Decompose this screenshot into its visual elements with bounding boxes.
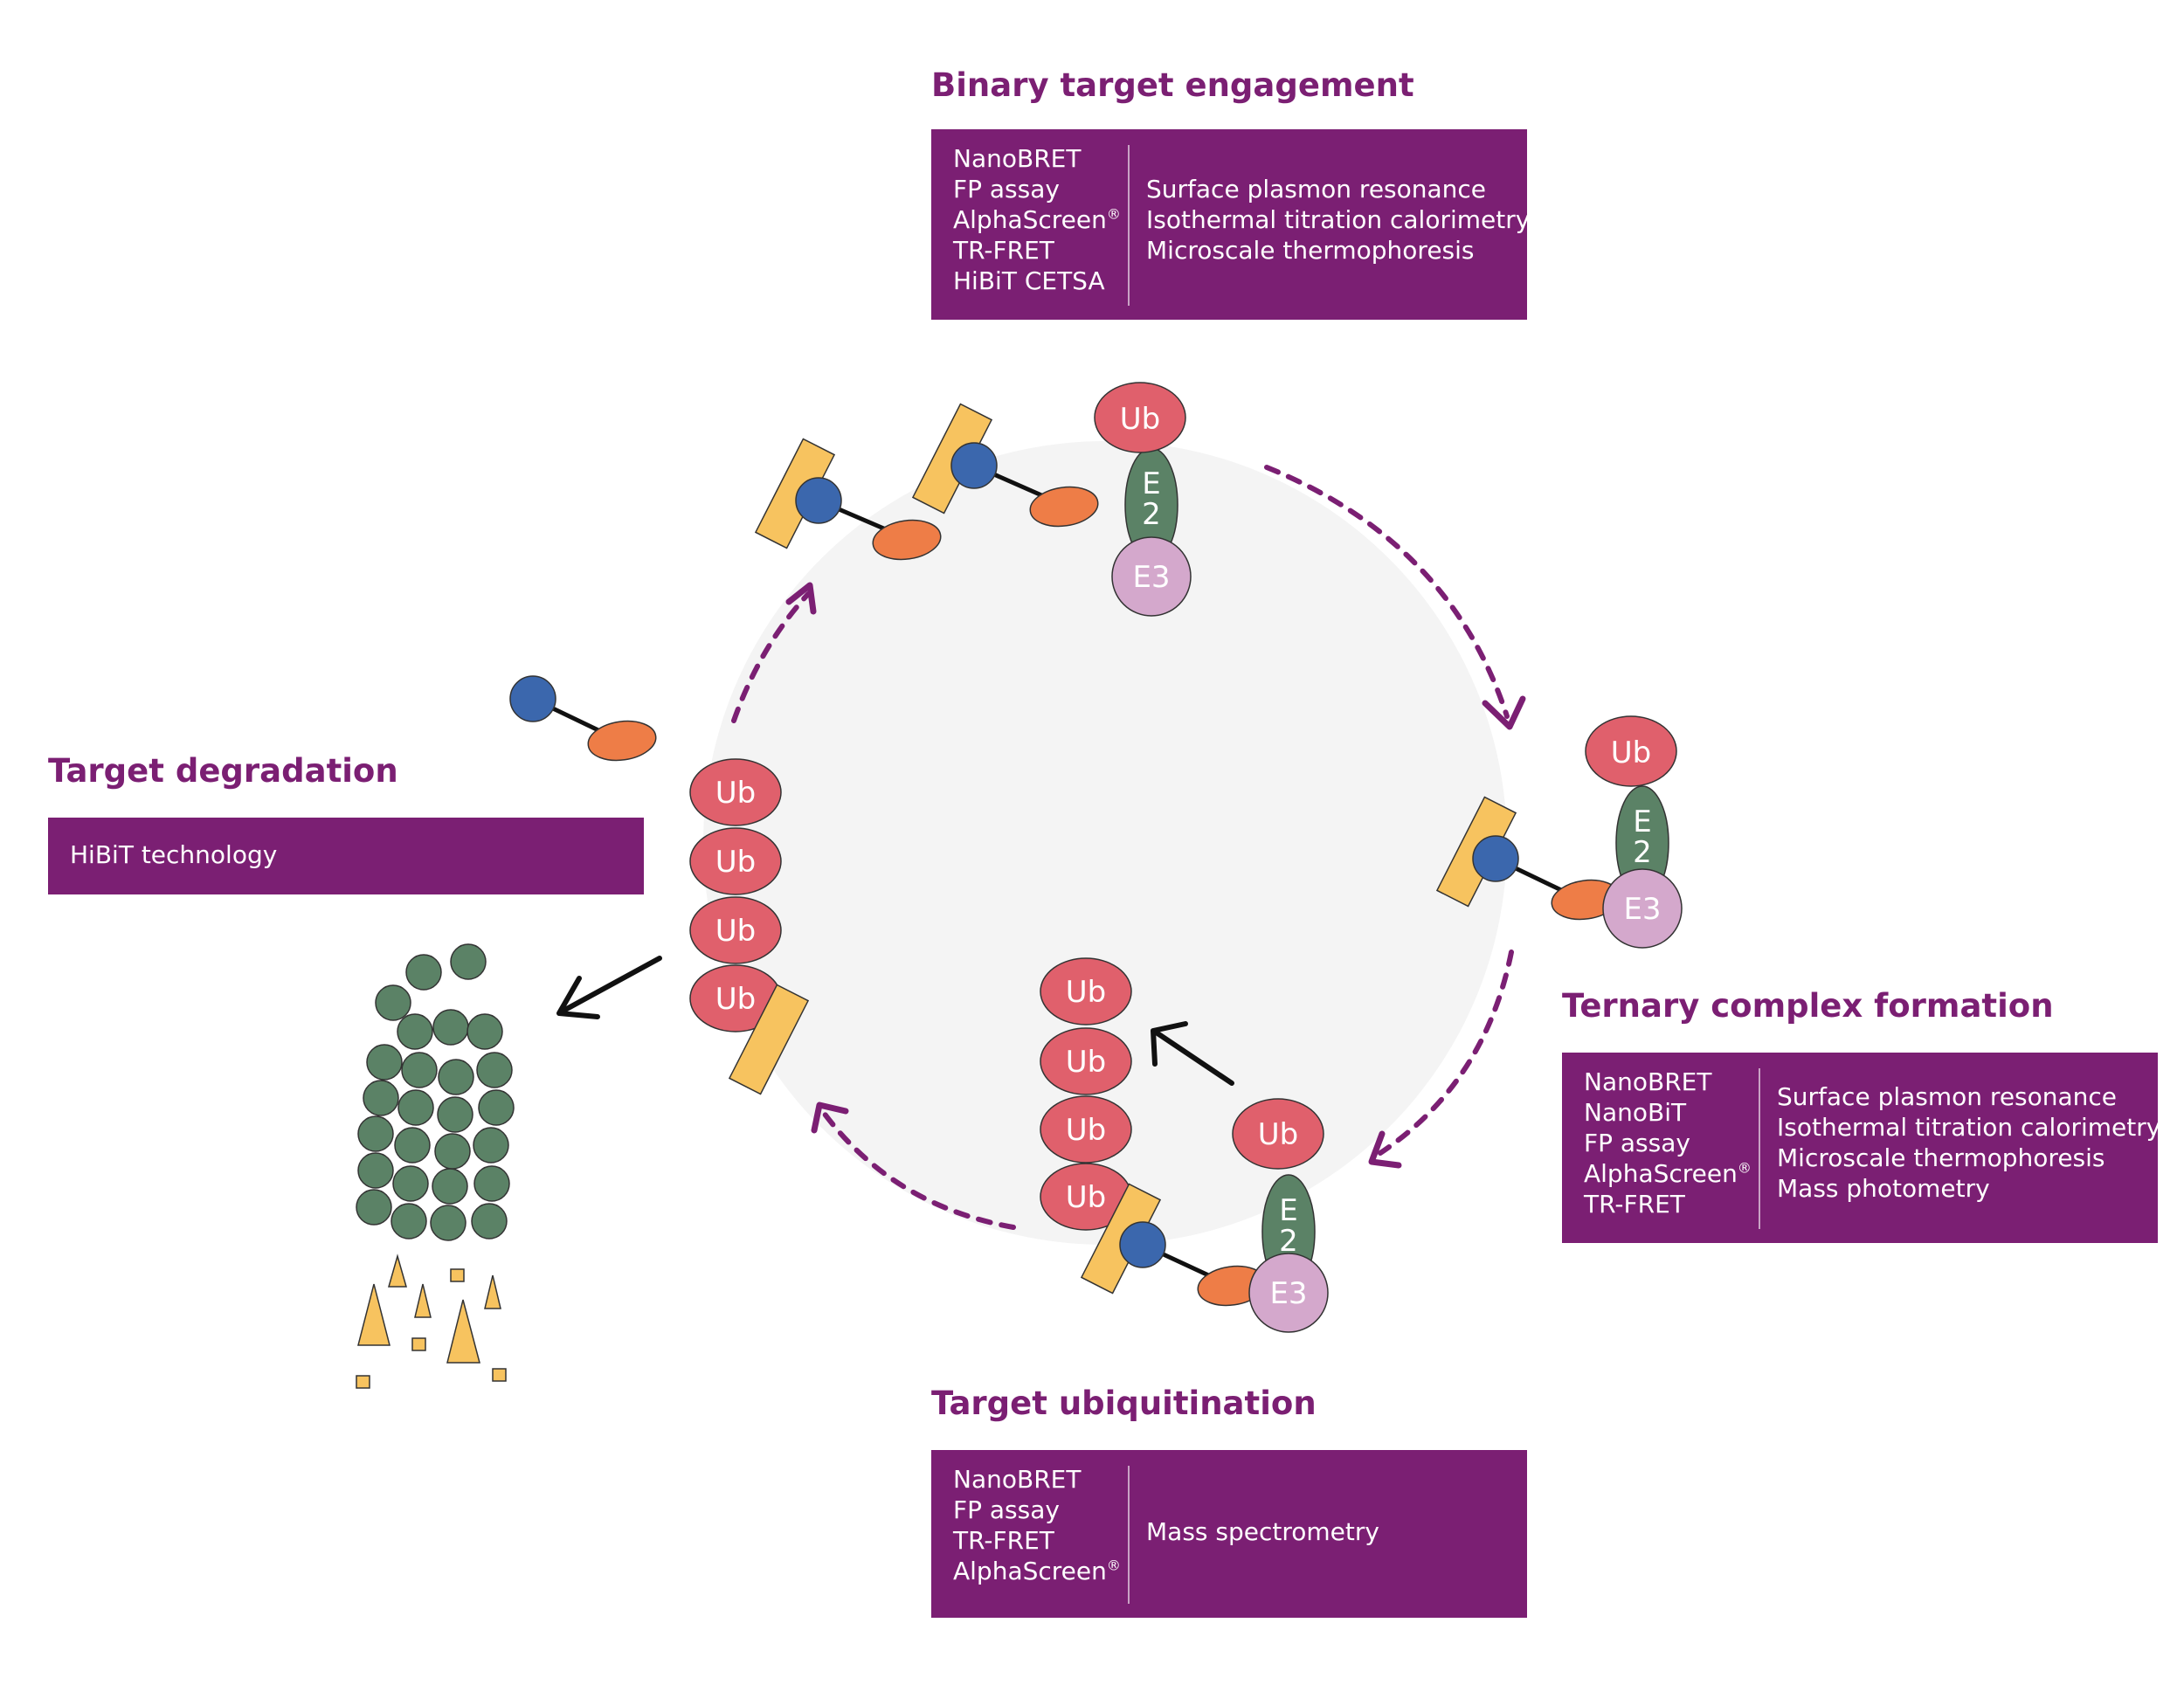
ternary-assay-list-right: Surface plasmon resonance Isothermal tit… bbox=[1777, 1081, 2160, 1204]
released-protac bbox=[509, 675, 657, 762]
e3-label: E3 bbox=[1623, 892, 1661, 927]
assay-item: HiBiT technology bbox=[70, 840, 278, 869]
binary-assay-list-left: NanoBRET FP assay AlphaScreen® TR-FRET H… bbox=[953, 143, 1121, 296]
diagram-labels: Ub E 2 E3 Ub E 2 E3 Ub Ub Ub Ub Ub E 2 E… bbox=[715, 402, 1662, 1311]
ub-label: Ub bbox=[715, 845, 756, 880]
degradation-arrow bbox=[556, 956, 662, 1019]
binary-complex-2 bbox=[911, 403, 1099, 528]
target-ubiquitination-title: Target ubiquitination bbox=[931, 1385, 1317, 1422]
assay-item: Microscale thermophoresis bbox=[1146, 236, 1475, 265]
ternary-complex-title: Ternary complex formation bbox=[1562, 987, 2054, 1025]
assay-item: AlphaScreen® bbox=[953, 1557, 1121, 1585]
assay-item: FP assay bbox=[1584, 1129, 1690, 1157]
ubiquitination-assay-list-left: NanoBRET FP assay TR-FRET AlphaScreen® bbox=[953, 1464, 1121, 1586]
binary-assay-list-right: Surface plasmon resonance Isothermal tit… bbox=[1146, 174, 1530, 266]
cycle-background bbox=[703, 441, 1507, 1245]
ternary-assay-list-left: NanoBRET NanoBiT FP assay AlphaScreen® T… bbox=[1584, 1067, 1752, 1219]
ternary-complex bbox=[1435, 715, 1683, 949]
ub-label: Ub bbox=[715, 776, 756, 811]
ternary-complex-assay-box: NanoBRET NanoBiT FP assay AlphaScreen® T… bbox=[1562, 1053, 2160, 1243]
assay-item: Microscale thermophoresis bbox=[1777, 1143, 2105, 1172]
column-divider bbox=[1759, 1068, 1760, 1229]
cycle-arrow-bottom-right bbox=[1378, 950, 1514, 1156]
assay-item: NanoBRET bbox=[953, 1465, 1082, 1494]
peptide-fragments bbox=[356, 1253, 507, 1389]
ub-label: Ub bbox=[1066, 1113, 1106, 1148]
assay-item: HiBiT CETSA bbox=[953, 266, 1105, 295]
target-ubiquitination-assay-box: NanoBRET FP assay TR-FRET AlphaScreen® M… bbox=[931, 1450, 1527, 1618]
assay-item: Mass photometry bbox=[1777, 1174, 1990, 1203]
e2-label: E bbox=[1633, 805, 1651, 839]
binary-engagement-assay-box: NanoBRET FP assay AlphaScreen® TR-FRET H… bbox=[931, 129, 1530, 320]
ub-label: Ub bbox=[1120, 402, 1160, 437]
assay-item: NanoBiT bbox=[1584, 1098, 1687, 1127]
e3-label: E3 bbox=[1132, 560, 1170, 595]
assay-item: AlphaScreen® bbox=[953, 205, 1121, 234]
binary-engagement-title: Binary target engagement bbox=[931, 66, 1414, 104]
cycle-arrow-top-right bbox=[1264, 465, 1510, 719]
ub-label: Ub bbox=[1611, 735, 1651, 770]
assay-item: Mass spectrometry bbox=[1146, 1517, 1379, 1546]
e2-label: 2 bbox=[1633, 835, 1652, 870]
polyubiquitinated-target bbox=[689, 758, 810, 1095]
assay-item: AlphaScreen® bbox=[1584, 1159, 1752, 1188]
assay-item: TR-FRET bbox=[953, 1526, 1054, 1555]
cycle-arrow-bottom-left bbox=[819, 1107, 1016, 1230]
e2-label: E bbox=[1279, 1193, 1297, 1228]
ubiquitin-transfer-arrow bbox=[1151, 1021, 1234, 1086]
ub-label: Ub bbox=[715, 982, 756, 1017]
assay-item: TR-FRET bbox=[1584, 1190, 1685, 1219]
ub-label: Ub bbox=[1258, 1117, 1298, 1152]
target-degradation-title: Target degradation bbox=[48, 752, 398, 790]
assay-item: Surface plasmon resonance bbox=[1146, 175, 1487, 204]
proteasome bbox=[356, 943, 515, 1241]
ub-label: Ub bbox=[1066, 1045, 1106, 1080]
ub-label: Ub bbox=[1066, 1180, 1106, 1215]
ub-label: Ub bbox=[1066, 975, 1106, 1010]
e3-ligase-complex-top bbox=[1094, 382, 1192, 617]
ubiquitination-assay-list-right: Mass spectrometry bbox=[1146, 1516, 1379, 1547]
e2-label: E bbox=[1142, 466, 1160, 501]
target-degradation-assay-box: HiBiT technology bbox=[48, 818, 644, 894]
e2-label: 2 bbox=[1142, 497, 1161, 532]
assay-item: FP assay bbox=[953, 175, 1060, 204]
assay-item: NanoBRET bbox=[953, 144, 1082, 173]
column-divider bbox=[1128, 145, 1130, 306]
column-divider bbox=[1128, 1466, 1130, 1604]
e2-label: 2 bbox=[1279, 1224, 1298, 1259]
ub-label: Ub bbox=[715, 914, 756, 949]
cycle-arrow-top-left bbox=[731, 591, 811, 723]
ubiquitinated-target-complex bbox=[1040, 957, 1329, 1333]
cycle-arrowheads bbox=[785, 582, 1526, 1169]
assay-item: Isothermal titration calorimetry bbox=[1146, 205, 1531, 234]
assay-item: TR-FRET bbox=[953, 236, 1054, 265]
assay-item: FP assay bbox=[953, 1495, 1060, 1524]
assay-item: Surface plasmon resonance bbox=[1777, 1082, 2118, 1111]
binary-complex-1 bbox=[754, 438, 942, 561]
degradation-assay-list: HiBiT technology bbox=[70, 839, 277, 870]
assay-item: NanoBRET bbox=[1584, 1067, 1712, 1096]
e3-label: E3 bbox=[1269, 1276, 1307, 1311]
assay-item: Isothermal titration calorimetry bbox=[1777, 1113, 2161, 1142]
cycle-arrows bbox=[731, 465, 1514, 1230]
